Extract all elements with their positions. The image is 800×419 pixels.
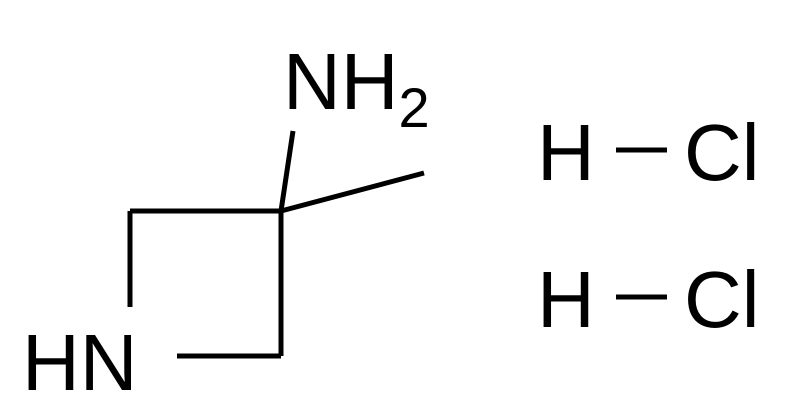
hcl-1-chlorine: Cl [684, 108, 760, 197]
amine-element: NH [283, 37, 399, 126]
amine-subscript: 2 [399, 76, 430, 139]
azetidine-ring [127, 208, 284, 359]
bond-c3-amine [278, 130, 296, 212]
hcl-2-chlorine: Cl [684, 255, 760, 344]
hcl-1-hydrogen: H [537, 108, 595, 197]
ring-nitrogen-label: HN [22, 318, 138, 407]
hcl-1: H Cl [537, 108, 760, 197]
hcl-2: H Cl [537, 255, 760, 344]
hcl-2-hydrogen: H [537, 255, 595, 344]
bond-c3-methyl [280, 170, 425, 214]
amine-label: NH2 [283, 37, 430, 139]
